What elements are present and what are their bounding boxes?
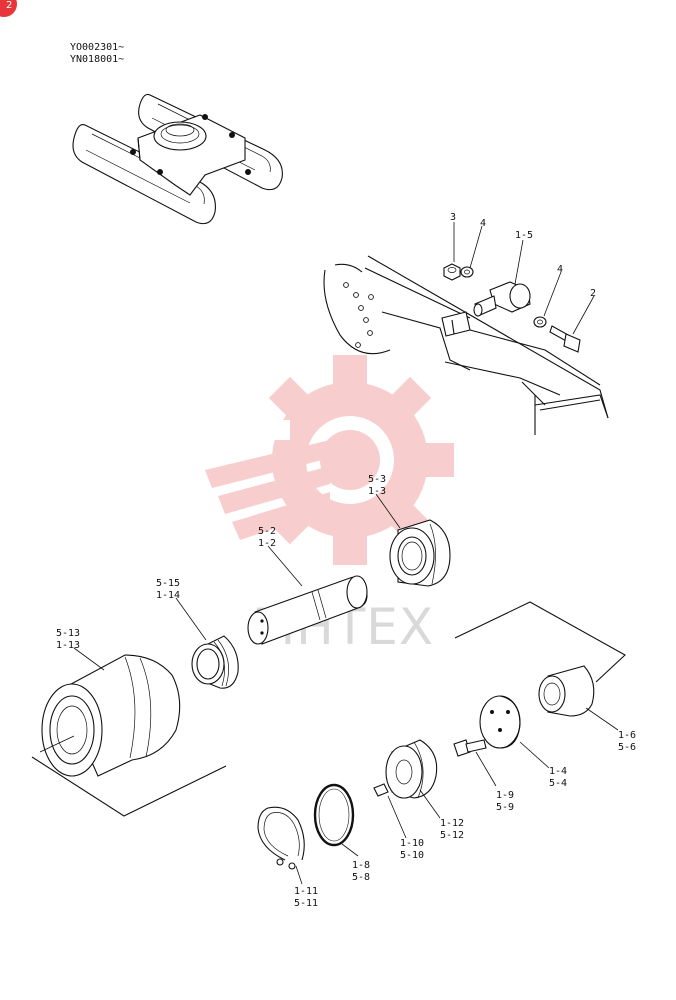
callout-5-15-line1: 5-15 (156, 578, 180, 589)
serial-number-2: YN018001~ (70, 54, 124, 65)
leader-lines (73, 222, 619, 885)
callout-1-4-line2: 5-4 (549, 778, 567, 789)
callout-1-4-line1: 1-4 (549, 766, 567, 777)
part-5-2-shaft (247, 575, 368, 645)
part-1-9-bolt (453, 739, 487, 757)
callout-1-10-line2: 5-10 (400, 850, 424, 861)
callout-5-3-line1: 5-3 (368, 474, 386, 485)
part-5-13-roller (31, 654, 227, 817)
callout-5-2-line1: 5-2 (258, 526, 276, 537)
callout-5-2-line2: 1-2 (258, 538, 276, 549)
part-5-3-collar (389, 519, 451, 587)
callout-1-6-line1: 1-6 (618, 730, 636, 741)
part-1-5-carrier-shaft (473, 281, 531, 317)
watermark-logo (205, 355, 454, 565)
callout-1-11-line1: 1-11 (294, 886, 318, 897)
callout-1-5: 1-5 (515, 230, 533, 241)
callout-1-8-line1: 1-8 (352, 860, 370, 871)
callout-1-6-line2: 5-6 (618, 742, 636, 753)
track-frame-overview (72, 93, 283, 225)
callout-1-11-line2: 5-11 (294, 898, 318, 909)
corner-badge-text: 2 (6, 0, 12, 11)
callout-5-3-line2: 1-3 (368, 486, 386, 497)
callout-3: 3 (450, 212, 456, 223)
part-1-12-seal-holder (385, 739, 438, 799)
part-4-washer-a (460, 266, 474, 278)
callout-2: 2 (590, 288, 596, 299)
frame-section (323, 255, 609, 435)
part-1-10-plug (373, 783, 389, 797)
serial-number-1: YO002301~ (70, 42, 124, 53)
callout-5-15-line2: 1-14 (156, 590, 180, 601)
callout-labels: 3 4 1-5 4 2 5-3 1-3 5-2 1-2 5-15 1-14 5-… (56, 212, 636, 909)
callout-5-13-line1: 5-13 (56, 628, 80, 639)
part-1-6-bushing (454, 601, 626, 717)
callout-5-13-line2: 1-13 (56, 640, 80, 651)
callout-4a: 4 (480, 218, 486, 229)
part-5-15-seal (191, 635, 239, 689)
callout-1-9-line2: 5-9 (496, 802, 514, 813)
callout-4b: 4 (557, 264, 563, 275)
callout-1-9-line1: 1-9 (496, 790, 514, 801)
part-2-bolt (549, 325, 581, 353)
callout-1-10-line1: 1-10 (400, 838, 424, 849)
part-1-8-o-ring (313, 783, 355, 847)
part-1-4-cover (479, 695, 521, 749)
corner-badge: 2 (0, 0, 17, 17)
part-4-washer-b (533, 316, 547, 328)
callout-1-8-line2: 5-8 (352, 872, 370, 883)
part-1-11-snap-ring (257, 806, 305, 870)
callout-1-12-line2: 5-12 (440, 830, 464, 841)
part-3-nut (443, 263, 461, 281)
callout-1-12-line1: 1-12 (440, 818, 464, 829)
